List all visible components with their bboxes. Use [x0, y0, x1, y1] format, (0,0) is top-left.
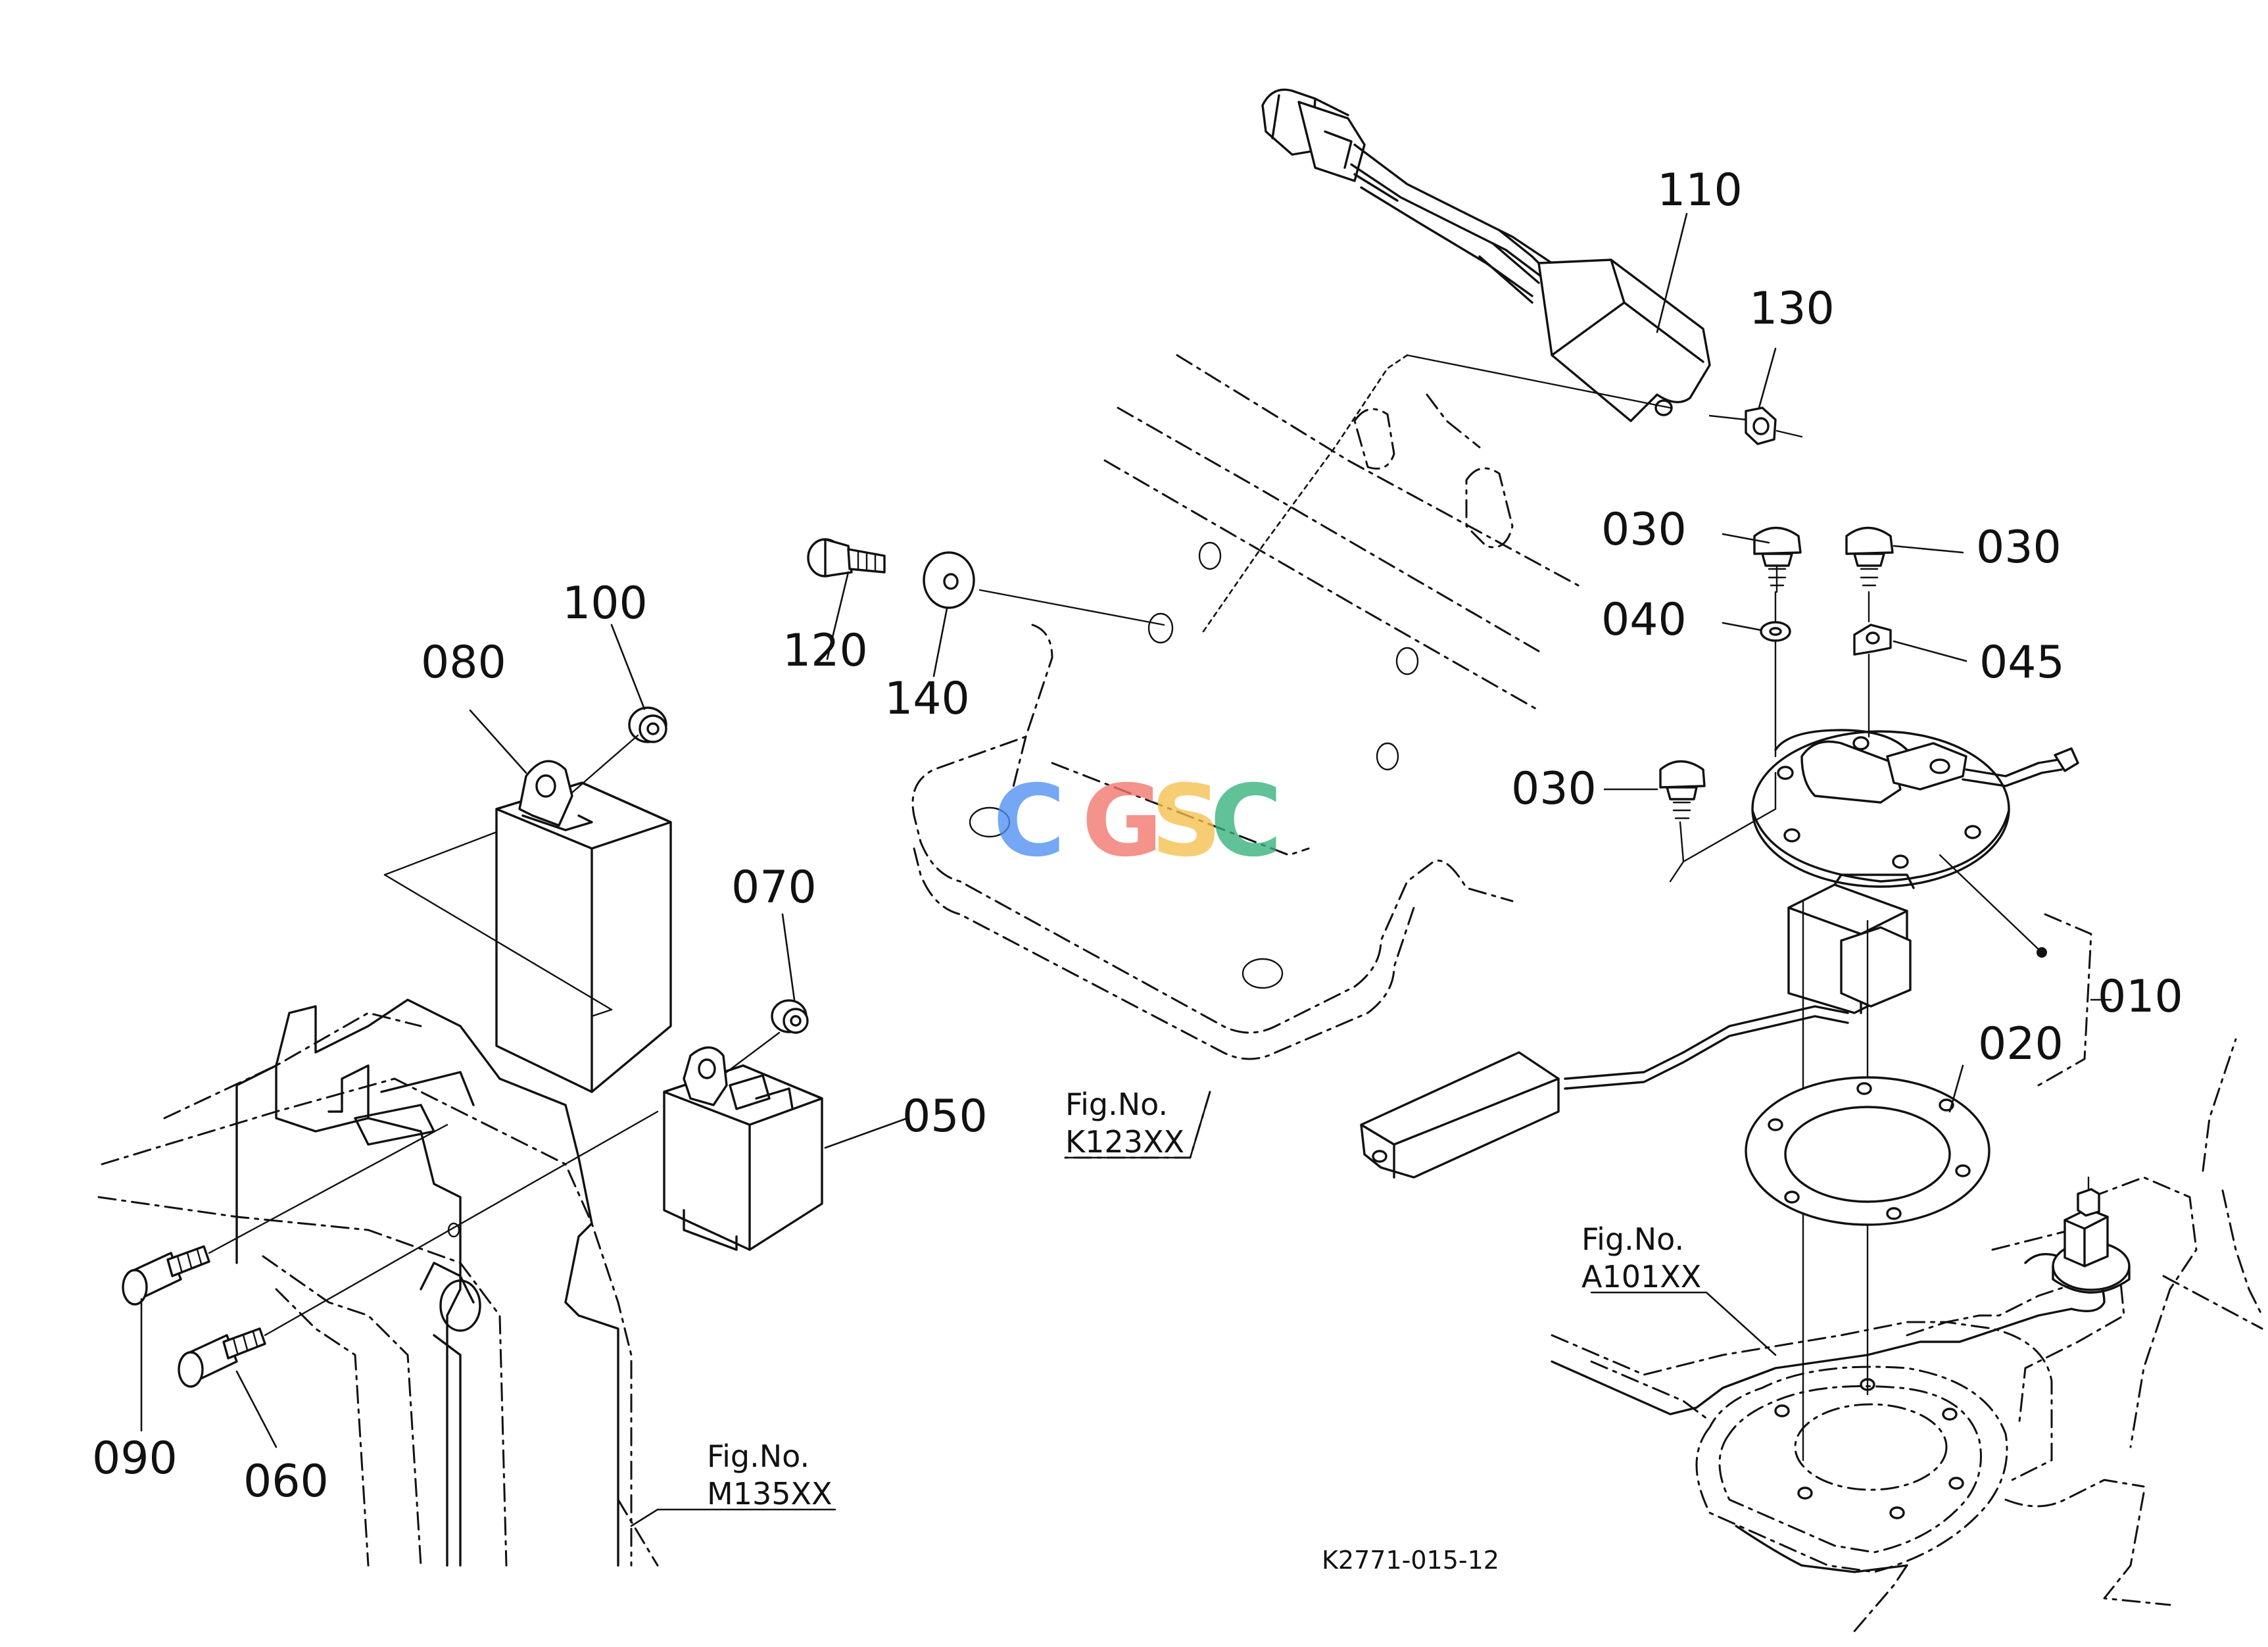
relay-050: [663, 1046, 823, 1251]
relay-080: [383, 760, 672, 1093]
callout-labels: 080 100 070 050 120 140 110 130 030 030 …: [92, 164, 2183, 1508]
fig-ref-number: K123XX: [1065, 1124, 1184, 1160]
washer-140: [923, 551, 1165, 626]
nut-070: [725, 999, 809, 1073]
nut-130: [1708, 406, 1803, 445]
harness-110: [1261, 88, 1711, 422]
callout-100: 100: [562, 578, 648, 629]
leader-lines: [140, 212, 1967, 1527]
callout-030-c: 030: [1511, 763, 1597, 815]
callout-140: 140: [884, 673, 970, 725]
callout-050: 050: [902, 1091, 988, 1143]
callout-030-a: 030: [1601, 504, 1687, 556]
frame-bracket-m135: [97, 998, 659, 1567]
callout-120: 120: [783, 625, 868, 677]
callout-080: 080: [421, 637, 506, 689]
callout-070: 070: [731, 862, 817, 914]
watermark-letter: G: [1082, 764, 1163, 879]
fig-ref-k123: Fig.No. K123XX: [1065, 1087, 1184, 1160]
gasket-020: [1745, 1076, 1991, 1226]
screw-030-c: [1659, 760, 1706, 820]
callout-020: 020: [1978, 1018, 2063, 1070]
fuel-sender-010: [1360, 591, 2079, 1462]
bracket-010: [1939, 854, 2112, 1087]
watermark-letter: C: [1210, 764, 1282, 879]
callout-110: 110: [1657, 164, 1743, 216]
floor-plate-k123: [911, 354, 1580, 1159]
fig-ref-label: Fig.No.: [1581, 1221, 1684, 1257]
callout-030-b: 030: [1976, 522, 2062, 574]
callout-045: 045: [1979, 637, 2065, 689]
screw-030-a: [1753, 526, 1802, 593]
callout-010: 010: [2098, 971, 2183, 1023]
watermark: C G S C: [993, 764, 1282, 879]
screw-030-b: [1845, 526, 1894, 587]
watermark-letter: S: [1151, 764, 1222, 879]
callout-130: 130: [1749, 283, 1835, 335]
clamp-045: [1853, 624, 1892, 656]
document-id: K2771-015-12: [1322, 1546, 1499, 1575]
sender-plug: [2052, 1176, 2131, 1294]
callout-060: 060: [243, 1456, 329, 1508]
bolt-090: [122, 1123, 448, 1306]
watermark-letter: C: [993, 764, 1065, 879]
washer-040: [1760, 621, 1791, 642]
nut-100: [571, 706, 667, 794]
fig-ref-number: M135XX: [707, 1476, 832, 1512]
callout-040: 040: [1601, 594, 1687, 646]
fig-ref-number: A101XX: [1581, 1259, 1701, 1294]
bolt-060: [178, 1110, 659, 1388]
callout-090: 090: [92, 1433, 178, 1485]
fig-ref-label: Fig.No.: [707, 1438, 809, 1474]
fig-ref-a101: Fig.No. A101XX: [1581, 1221, 1701, 1294]
fig-ref-label: Fig.No.: [1065, 1087, 1168, 1122]
fig-ref-m135: Fig.No. M135XX: [707, 1438, 832, 1512]
bolt-120: [807, 538, 886, 578]
tank-top-a101: [1551, 1038, 2263, 1633]
